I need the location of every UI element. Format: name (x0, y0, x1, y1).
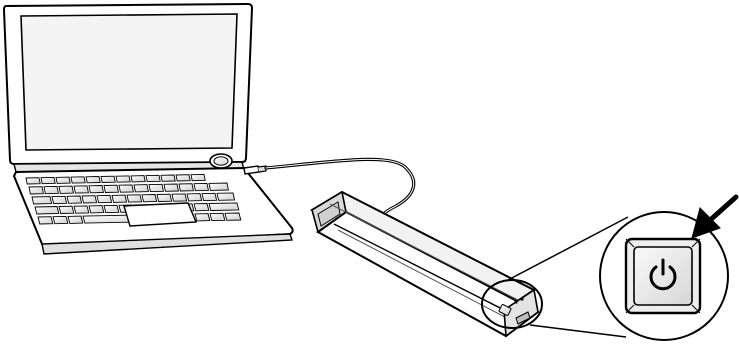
laptop-icon (2, 2, 294, 255)
arrow-icon (691, 194, 739, 239)
touchpad (123, 202, 198, 227)
usb-cable-icon (243, 157, 416, 220)
laptop-power-button-icon (209, 153, 233, 169)
power-button-icon (624, 237, 702, 315)
portable-scanner-icon (309, 190, 540, 338)
scanner-power-button-icon (498, 297, 524, 316)
